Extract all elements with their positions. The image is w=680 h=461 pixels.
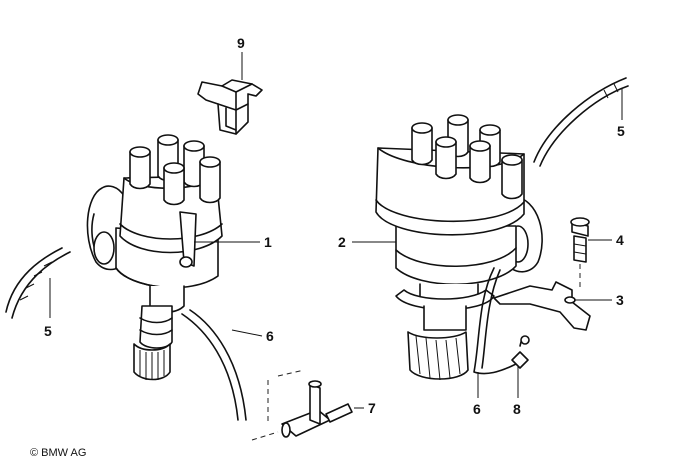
part-1-distributor-left xyxy=(86,134,223,381)
part-6-hose-left xyxy=(181,309,247,421)
part-5-hose-right xyxy=(533,77,629,167)
part-4-bolt xyxy=(570,217,590,290)
callout-8: 8 xyxy=(513,401,521,417)
part-6-wire-right xyxy=(473,267,517,375)
part-7-t-connector xyxy=(251,369,353,441)
part-9-clip xyxy=(197,79,263,135)
part-2-distributor-right xyxy=(375,114,543,381)
part-3-bracket xyxy=(493,281,591,331)
callout-5-right: 5 xyxy=(617,123,625,139)
callout-7: 7 xyxy=(368,400,376,416)
part-8-connector xyxy=(511,335,530,369)
callout-6-right: 6 xyxy=(473,401,481,417)
callout-2: 2 xyxy=(338,234,346,250)
callout-6-left: 6 xyxy=(266,328,274,344)
callout-5-left: 5 xyxy=(44,323,52,339)
leader-lines xyxy=(49,52,623,409)
callout-3: 3 xyxy=(616,292,624,308)
callout-9: 9 xyxy=(237,35,245,51)
callout-4: 4 xyxy=(616,232,624,248)
callout-1: 1 xyxy=(264,234,272,250)
part-5-hose-left xyxy=(5,247,71,319)
copyright-text: © BMW AG xyxy=(30,447,86,459)
